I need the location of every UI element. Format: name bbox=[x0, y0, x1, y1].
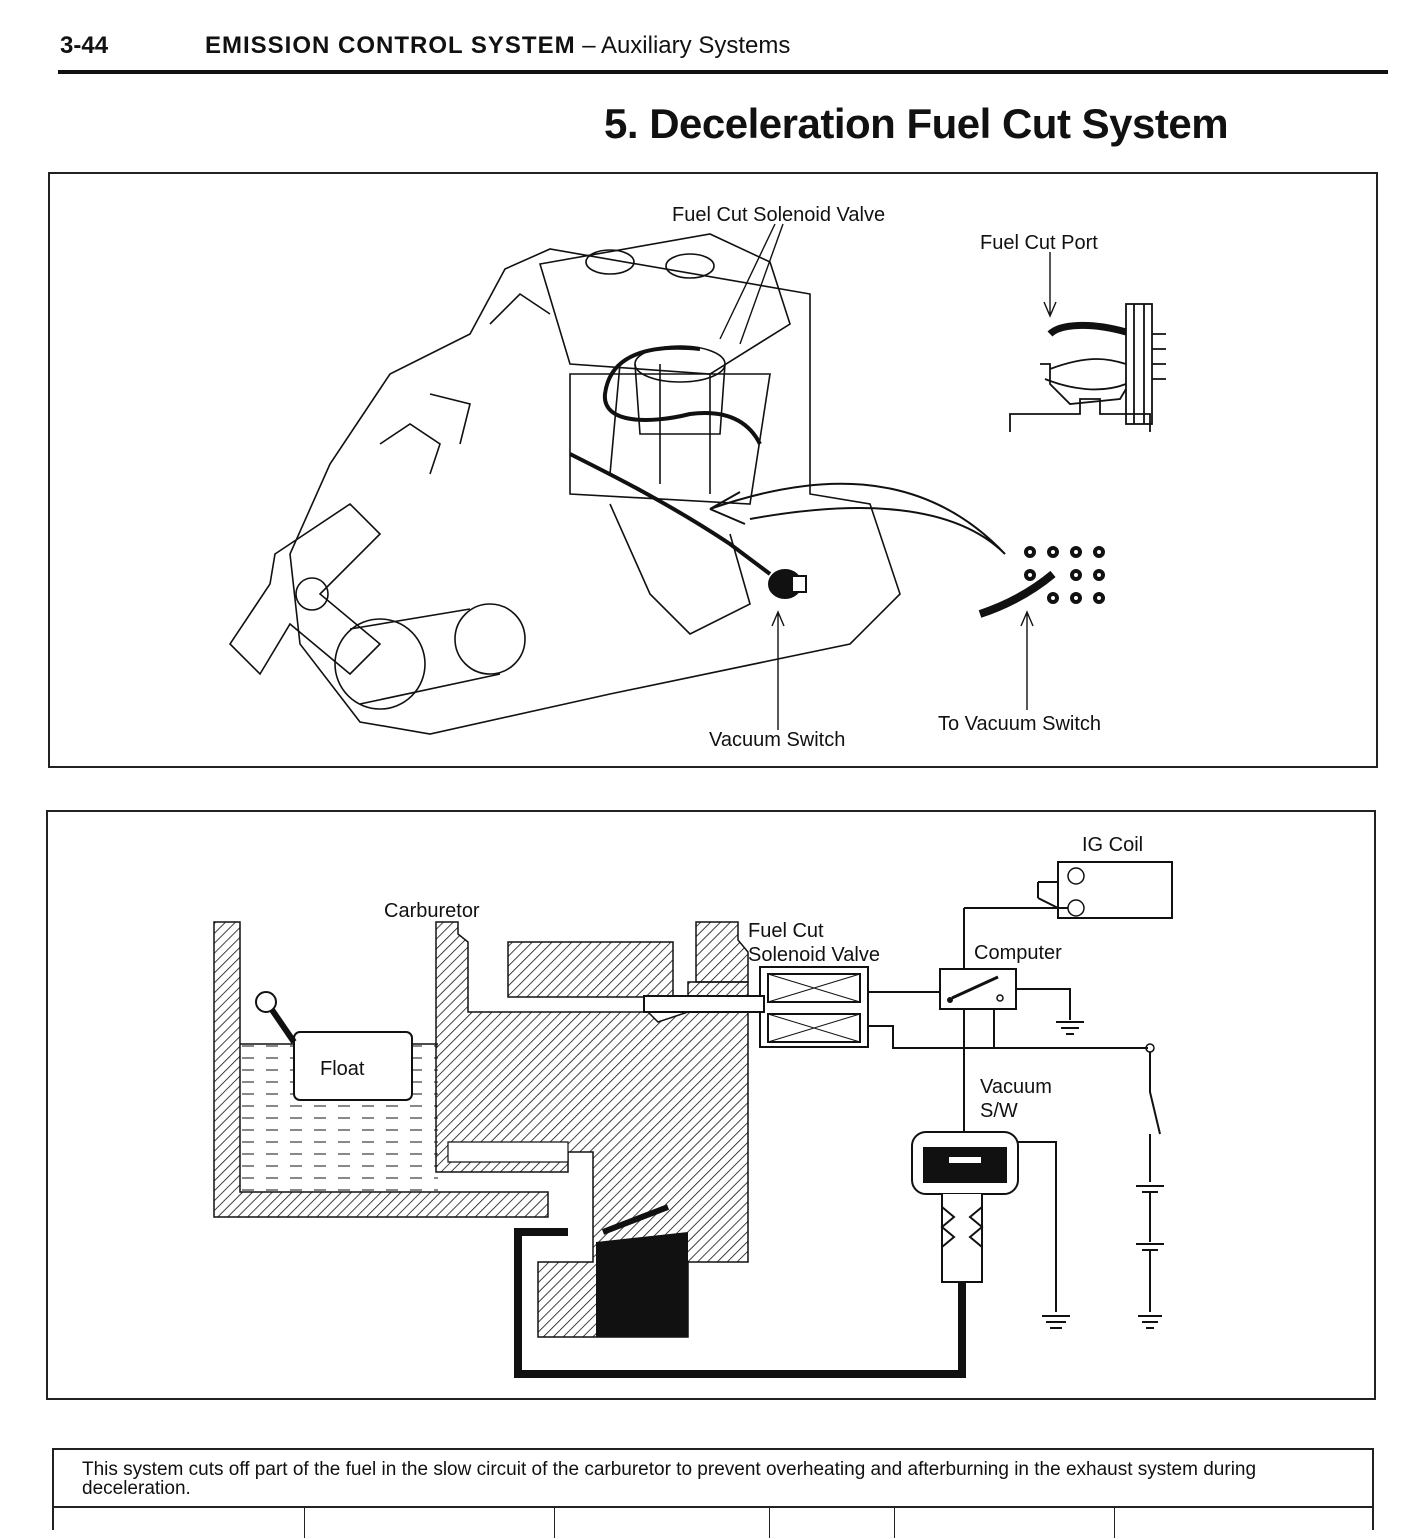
description-text: This system cuts off part of the fuel in… bbox=[82, 1459, 1257, 1499]
label-float: Float bbox=[320, 1058, 365, 1080]
cooling-fan bbox=[228, 502, 382, 676]
description-table: This system cuts off part of the fuel in… bbox=[52, 1448, 1374, 1538]
engine-illustration bbox=[228, 223, 1166, 735]
wire-harness bbox=[602, 345, 762, 445]
label-to-vacuum-switch: To Vacuum Switch bbox=[938, 713, 1102, 735]
table-column-divider bbox=[1114, 1508, 1115, 1538]
page-number: 3-44 bbox=[60, 32, 109, 59]
label-vacuum-line2: S/W bbox=[980, 1100, 1018, 1122]
header-rule bbox=[58, 70, 1388, 74]
throttle-bore bbox=[596, 1232, 688, 1337]
vacuum-hose bbox=[514, 1192, 966, 1378]
fuel-cut-schematic bbox=[213, 861, 1173, 1378]
solenoid-valve bbox=[643, 966, 869, 1048]
connector-wire bbox=[978, 570, 1056, 618]
label-carburetor: Carburetor bbox=[384, 900, 480, 922]
table-column-divider bbox=[769, 1508, 770, 1538]
table-column-divider bbox=[894, 1508, 895, 1538]
label-fuel-cut-port: Fuel Cut Port bbox=[980, 232, 1098, 254]
section-name: EMISSION CONTROL SYSTEM bbox=[205, 32, 576, 59]
curved-arrow bbox=[709, 482, 1006, 555]
engine-illustration-panel: Fuel Cut Solenoid Valve Fuel Cut Port Va… bbox=[48, 172, 1378, 768]
carburetor-body bbox=[435, 921, 749, 1338]
label-fuel-cut-solenoid-valve: Fuel Cut Solenoid Valve bbox=[672, 204, 886, 226]
carburetor-cover bbox=[507, 941, 674, 998]
table-column-divider bbox=[304, 1508, 305, 1538]
air-cleaner bbox=[538, 233, 791, 375]
table-header-row bbox=[54, 1506, 1372, 1538]
computer-box bbox=[939, 968, 1017, 1010]
fuel-cut-port-detail bbox=[1009, 303, 1166, 432]
ig-coil-box bbox=[1057, 861, 1173, 919]
label-ig-coil: IG Coil bbox=[1082, 834, 1144, 856]
vacuum-switch-part bbox=[768, 569, 807, 599]
schematic-panel: Carburetor Float Fuel Cut Solenoid Valve… bbox=[46, 810, 1376, 1400]
label-vacuum-switch: Vacuum Switch bbox=[709, 729, 846, 751]
engine-block bbox=[289, 248, 901, 735]
page-header: 3-44 EMISSION CONTROL SYSTEM – Auxiliary… bbox=[60, 26, 1390, 74]
section-title: EMISSION CONTROL SYSTEM – Auxiliary Syst… bbox=[205, 32, 790, 60]
subsection-name: – Auxiliary Systems bbox=[575, 32, 791, 59]
lower-pulley bbox=[334, 618, 426, 710]
label-solenoid-line2: Solenoid Valve bbox=[748, 944, 880, 966]
label-solenoid-line1: Fuel Cut bbox=[748, 920, 824, 942]
connector-pins bbox=[1024, 546, 1105, 604]
page-title: 5. Deceleration Fuel Cut System bbox=[604, 100, 1229, 147]
label-vacuum-line1: Vacuum bbox=[980, 1076, 1052, 1098]
float-bowl-wall bbox=[213, 921, 549, 1218]
float bbox=[293, 1031, 413, 1101]
vacuum-switch-body bbox=[911, 1131, 1019, 1283]
label-computer: Computer bbox=[974, 942, 1062, 964]
table-column-divider bbox=[554, 1508, 555, 1538]
